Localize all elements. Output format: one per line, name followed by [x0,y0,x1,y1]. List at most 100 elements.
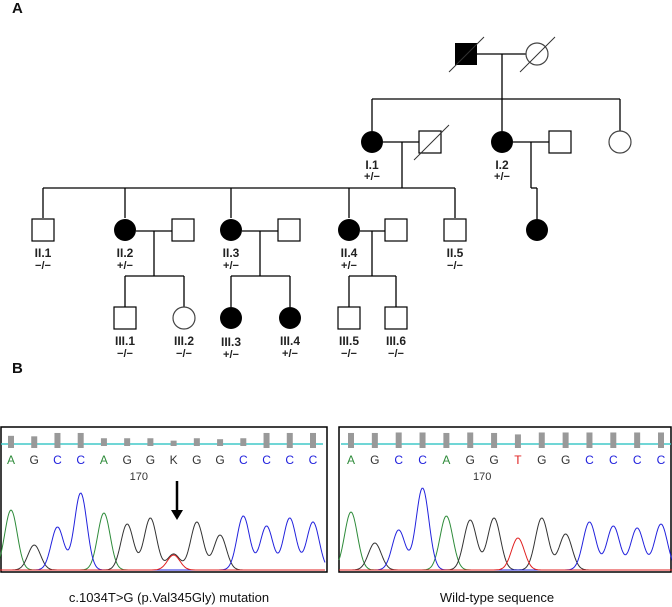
genotype-label: +/− [223,260,239,272]
male-unaffected-symbol [277,218,301,242]
chromatogram-frame [338,426,672,573]
trace-line [339,487,672,571]
panel-a-label: A [12,0,23,17]
individual-label: III.1 [115,334,135,348]
female-affected-symbol [220,307,242,329]
male-unaffected-symbol [31,218,55,242]
individual-label: II.3 [223,246,240,260]
base-call: C [309,453,318,467]
mutation-arrow-icon [171,481,183,520]
base-call: C [633,453,642,467]
individual-label: III.6 [386,334,406,348]
base-call: T [514,453,522,467]
deceased-slash [413,124,450,161]
genotype-label: −/− [117,348,133,360]
deceased-slash [448,36,485,73]
position-label: 170 [130,471,148,483]
quality-bar [77,432,84,448]
quality-bar [100,438,107,446]
male-unaffected-symbol [113,306,137,330]
male-unaffected-symbol [171,218,195,242]
base-call: G [192,453,201,467]
panel-b-label: B [12,360,23,377]
quality-bar [240,438,247,446]
base-call: C [418,453,427,467]
individual-label: II.2 [117,246,134,260]
quality-bar [395,432,402,448]
base-call: A [100,453,108,467]
female-unaffected-symbol [525,42,549,66]
genotype-label: +/− [223,349,239,361]
base-call: G [215,453,224,467]
quality-bar [491,432,498,448]
female-affected-symbol [526,219,548,241]
quality-bar [562,432,569,448]
male-unaffected-symbol [384,218,408,242]
genotype-label: +/− [494,171,510,183]
individual-label: III.5 [339,334,359,348]
individual-label: II.4 [341,246,358,260]
male-unaffected-symbol [418,130,442,154]
female-affected-symbol [279,307,301,329]
genotype-label: −/− [341,348,357,360]
female-affected-symbol [220,219,242,241]
base-call: C [53,453,62,467]
quality-bar [170,440,177,446]
position-label: 170 [473,471,491,483]
female-unaffected-symbol [172,306,196,330]
trace-line [339,537,672,571]
individual-label: III.3 [221,335,241,349]
quality-bar [586,432,593,448]
quality-bar [217,439,224,446]
trace-line [0,554,325,571]
pedigree-labels: I.1 +/− I.2 +/− II.1 −/− II.2 +/− II.3 +… [35,158,510,361]
base-call: G [489,453,498,467]
female-unaffected-symbol [608,130,632,154]
individual-label: II.5 [447,246,464,260]
base-call: C [76,453,85,467]
genotype-label: −/− [447,260,463,272]
base-call: G [146,453,155,467]
genotype-label: −/− [35,260,51,272]
pedigree-lines [42,53,621,307]
chromatogram-frame [0,426,328,573]
genotype-label: +/− [341,260,357,272]
quality-bar [371,432,378,448]
quality-bar [31,436,38,448]
quality-bar [348,432,354,448]
base-call: C [285,453,294,467]
quality-bar [193,438,200,446]
base-call: G [370,453,379,467]
base-call: G [561,453,570,467]
quality-bar [263,432,270,448]
quality-bar [54,432,61,448]
quality-bar [610,432,617,448]
individual-label: II.1 [35,246,52,260]
base-call: C [585,453,594,467]
deceased-slash [519,36,556,73]
male-unaffected-symbol [337,306,361,330]
quality-bar [147,438,154,446]
quality-bar [443,432,450,448]
male-unaffected-symbol [384,306,408,330]
genotype-label: −/− [388,348,404,360]
genotype-label: +/− [282,348,298,360]
base-call: C [262,453,271,467]
genotype-label: +/− [117,260,133,272]
genotype-label: +/− [364,171,380,183]
base-call: A [347,453,355,467]
individual-label: I.1 [365,158,379,172]
female-affected-symbol [361,131,383,153]
quality-bar [310,432,316,448]
base-call: C [657,453,666,467]
base-call: C [609,453,618,467]
wildtype-caption: Wild-type sequence [440,590,554,605]
female-affected-symbol [114,219,136,241]
base-call: G [122,453,131,467]
male-affected-symbol [455,43,477,65]
trace-line [0,492,326,571]
base-call: K [170,453,178,467]
quality-bar [8,435,14,448]
base-call: G [466,453,475,467]
